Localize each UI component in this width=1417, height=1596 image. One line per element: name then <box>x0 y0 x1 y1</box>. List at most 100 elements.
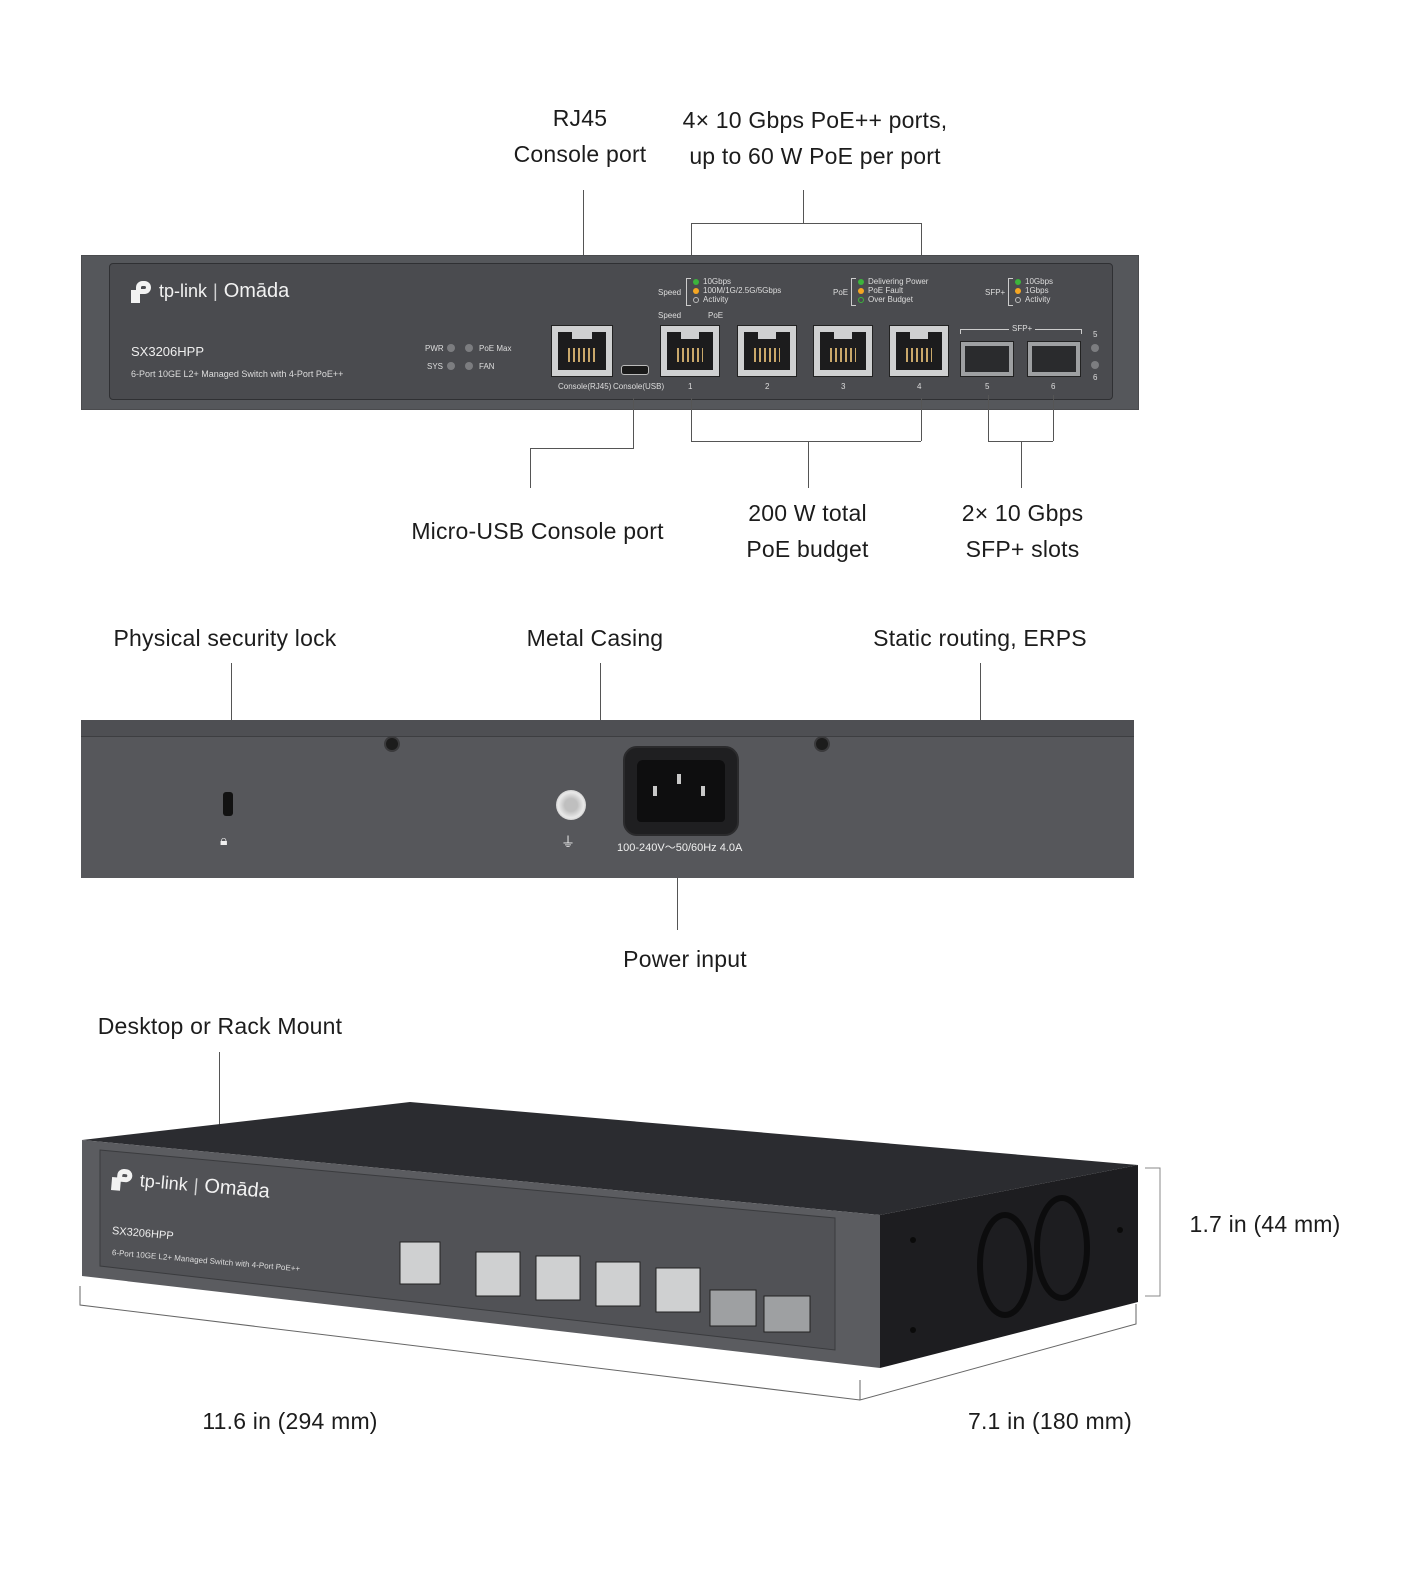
legend-item: 10Gbps <box>693 277 781 286</box>
port-socket <box>667 331 713 370</box>
ground-symbol-icon: ⏚ <box>561 834 575 850</box>
rack-hole <box>910 1237 916 1243</box>
dimension-width: 11.6 in (294 mm) <box>202 1408 378 1434</box>
leader-line <box>803 190 804 223</box>
rack-hole <box>910 1327 916 1333</box>
port-socket <box>820 331 866 370</box>
sfp6-led <box>1091 361 1099 369</box>
legend-item: Over Budget <box>858 295 928 304</box>
rj45-port-3 <box>813 325 873 377</box>
legend-item: 10Gbps <box>1015 277 1053 286</box>
callout-line-2: Console port <box>513 141 647 167</box>
dimension-height: 1.7 in (44 mm) <box>1189 1211 1341 1237</box>
port-socket <box>558 331 606 370</box>
leader-line <box>633 398 634 448</box>
console-rj45-label: Console(RJ45) <box>558 382 612 391</box>
legend-label: PoE Fault <box>868 286 904 295</box>
leader-line <box>691 441 921 442</box>
rj45-port-2 <box>535 1255 581 1301</box>
led-label-sys: SYS <box>427 362 444 371</box>
activity-blink-icon <box>1015 296 1021 303</box>
port-pins <box>677 348 703 362</box>
callout-mount: Desktop or Rack Mount <box>97 1013 343 1039</box>
legend-label: 100M/1G/2.5G/5Gbps <box>703 286 782 295</box>
brand-separator: | <box>192 1175 200 1196</box>
legend-label: 1Gbps <box>1025 286 1049 295</box>
power-pin <box>677 774 681 784</box>
sfp-legend: 10Gbps 1Gbps Activity <box>1015 277 1053 304</box>
fan-vent-icon <box>977 1212 1033 1318</box>
power-rating: 100-240V～50/60Hz 4.0A <box>617 842 743 854</box>
legend-item: Delivering Power <box>858 277 928 286</box>
sfp-legend-title: SFP+ <box>985 288 1006 297</box>
legend-bracket <box>1008 278 1013 306</box>
front-panel: tp-link | Omāda SX3206HPP 6-Port 10GE L2… <box>81 255 1139 410</box>
power-socket-inner <box>637 760 725 822</box>
console-micro-usb-port <box>621 365 649 375</box>
console-rj45-port <box>399 1241 441 1285</box>
product-line: Omāda <box>223 280 290 302</box>
model-description: 6-Port 10GE L2+ Managed Switch with 4-Po… <box>131 369 344 379</box>
rj45-port-1 <box>660 325 720 377</box>
lock-icon: 🔒︎ <box>220 832 228 848</box>
screw-icon <box>814 736 830 752</box>
brand-separator: | <box>213 281 218 301</box>
rear-panel-lip <box>81 720 1134 737</box>
leader-line <box>600 663 601 720</box>
callout-line-1: 4× 10 Gbps PoE++ ports, <box>682 107 948 133</box>
legend-item: Activity <box>693 295 781 304</box>
leader-line <box>583 190 584 310</box>
depth-dimension-line <box>859 1304 1137 1401</box>
legend-label: 10Gbps <box>703 277 732 286</box>
sfp-group-label: SFP+ <box>1009 324 1036 333</box>
sfp-slot-5 <box>960 341 1014 377</box>
leader-line <box>530 448 634 449</box>
callout-sfp-slots: 2× 10 Gbps SFP+ slots <box>950 495 1095 567</box>
green-led-icon <box>858 278 864 285</box>
power-pin <box>653 786 657 796</box>
port-number: 6 <box>1051 382 1056 391</box>
brand-logo: tp-link | Omāda <box>131 280 289 303</box>
rj45-port-3 <box>595 1261 641 1307</box>
screw-icon <box>384 736 400 752</box>
leader-line <box>808 441 809 488</box>
port-pins <box>754 348 780 362</box>
green-blink-icon <box>858 296 864 303</box>
legend-item: Activity <box>1015 295 1053 304</box>
port-number: 1 <box>688 382 693 391</box>
fan-led <box>465 362 473 370</box>
port-socket <box>896 331 942 370</box>
grounding-terminal <box>556 790 586 820</box>
port-number: 4 <box>917 382 922 391</box>
leader-line <box>988 441 1053 442</box>
poe-legend-title: PoE <box>833 288 849 297</box>
switch-side-panel <box>880 1165 1138 1368</box>
callout-line-2: SFP+ slots <box>965 536 1080 562</box>
legend-label: 10Gbps <box>1025 277 1054 286</box>
led-label-fan: FAN <box>479 362 495 371</box>
rj45-port-1 <box>475 1251 521 1297</box>
port-socket <box>744 331 790 370</box>
tp-link-logo-icon <box>111 1168 135 1192</box>
leader-line <box>921 398 922 441</box>
led-label-poe-max: PoE Max <box>479 344 512 353</box>
rear-panel: 🔒︎ ⏚ 100-240V～50/60Hz 4.0A <box>81 720 1134 878</box>
callout-rj45-console: RJ45 Console port <box>505 100 655 172</box>
amber-led-icon <box>858 287 864 294</box>
port-number: 3 <box>841 382 846 391</box>
leader-line <box>677 878 678 930</box>
poe-max-led <box>465 344 473 352</box>
sys-led <box>447 362 455 370</box>
port-pins <box>568 348 596 362</box>
callout-poe-budget: 200 W total PoE budget <box>730 495 885 567</box>
poe-legend: Delivering Power PoE Fault Over Budget <box>858 277 928 304</box>
legend-bracket <box>686 278 691 306</box>
leader-line <box>219 1052 220 1162</box>
leader-line <box>988 395 989 441</box>
legend-bracket <box>851 278 856 306</box>
leader-line <box>921 223 922 283</box>
callout-power-input: Power input <box>623 946 747 972</box>
activity-blink-icon <box>693 296 699 303</box>
console-usb-label: Console(USB) <box>613 382 665 391</box>
